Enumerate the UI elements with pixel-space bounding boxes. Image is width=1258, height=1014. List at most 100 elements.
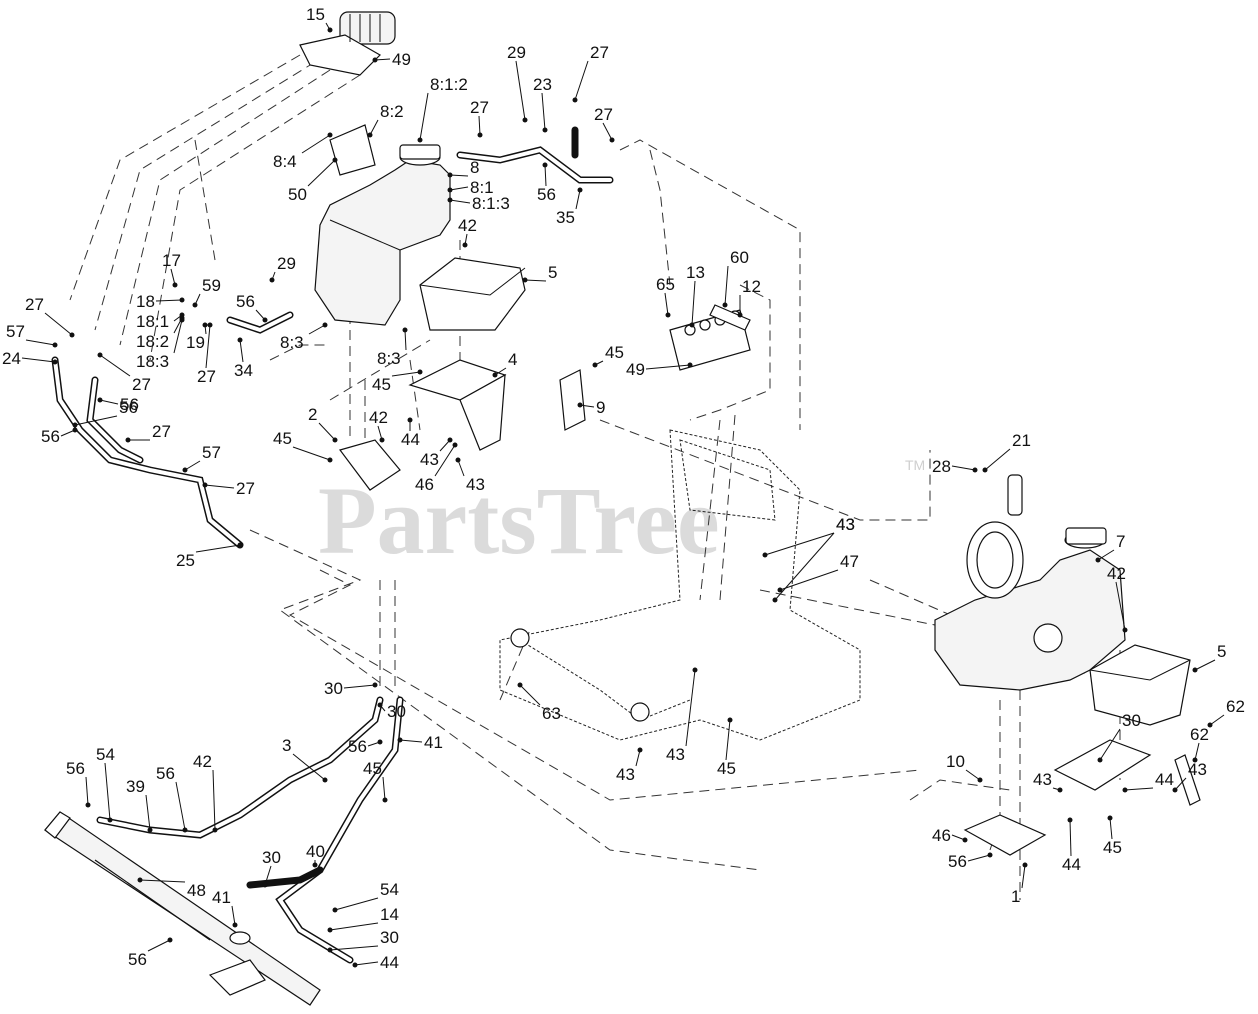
leader-line [404,329,407,351]
leader-dot [332,157,338,163]
leader-dot [312,862,318,868]
leader-dot [167,937,173,943]
callout-label: 49 [626,360,645,379]
callout-label: 8 [470,158,479,177]
leader-dot [1207,722,1213,728]
leader-line [204,484,235,489]
callout-label: 56 [41,427,60,446]
callout-label: 43 [666,745,685,764]
leader-dot [327,27,333,33]
callout-label: 18:2 [136,332,169,351]
leader-dot [179,317,185,323]
callout-label: 45 [717,759,736,778]
hoses [51,126,614,964]
leader-dot [417,137,423,143]
callout-label: 45 [605,343,624,362]
callout-label: 49 [392,50,411,69]
leader-dot [372,57,378,63]
callout-label: 56 [120,395,139,414]
leader-line [951,465,976,471]
leader-line [1194,659,1216,671]
callout-label: 8:1 [470,178,494,197]
leader-line [334,897,379,911]
leader-line [231,905,236,926]
leader-line [1099,728,1121,761]
bracket-2 [338,439,401,491]
callout-label: 56 [537,185,556,204]
callout-label: 59 [202,276,221,295]
leader-line [399,739,423,743]
leader-dot [1107,815,1113,821]
callout-label: 30 [324,679,343,698]
leader-dot [269,277,275,283]
pump-assembly [299,11,396,76]
callout-label: 46 [932,826,951,845]
watermark: PartsTree [318,467,720,574]
leader-dot [1122,627,1128,633]
leader-dot [727,717,733,723]
callout-label: 40 [306,842,325,861]
leader-line [382,776,386,801]
callout-label: 9 [596,398,605,417]
leader-line [374,58,391,61]
leader-line [635,749,641,767]
callout-label: 39 [126,777,145,796]
callout-label: 43 [420,450,439,469]
callout-label: 8:1:3 [472,194,510,213]
leader-line [1209,714,1225,726]
leader-dot [382,797,388,803]
callout-label: 8:2 [380,102,404,121]
leader-dot [237,542,243,548]
callout-label: 12 [742,277,761,296]
callout-label: 4 [508,350,517,369]
leader-dot [982,467,988,473]
callout-label: 19 [186,333,205,352]
leader-dot [1097,757,1103,763]
leader-dot [977,777,983,783]
leader-line [391,371,421,377]
callout-label: 57 [6,322,25,341]
callout-label: 56 [66,759,85,778]
callout-label: 41 [212,888,231,907]
leader-dot [1192,757,1198,763]
leader-line [147,939,171,952]
callout-label: 7 [1116,532,1125,551]
leader-dot [522,117,528,123]
leader-dot [332,437,338,443]
leader-dot [577,402,583,408]
callout-label: 54 [380,880,399,899]
leader-line [774,532,835,601]
leader-dot [665,312,671,318]
leader-line [1174,777,1187,791]
leader-dot [367,132,373,138]
callout-label: 45 [372,375,391,394]
callout-label: 42 [1107,564,1126,583]
leader-dot [447,187,453,193]
callout-label: 29 [277,254,296,273]
leader-dot [182,467,188,473]
leader-line [369,119,379,136]
leader-dot [327,457,333,463]
leader-line [184,460,201,471]
leader-line [307,159,336,187]
leader-line [449,186,469,191]
leader-dot [1122,787,1128,793]
callout-label: 42 [458,216,477,235]
leader-line [25,339,56,346]
leader-dot [447,437,453,443]
leader-dot [97,397,103,403]
callout-label: 43 [466,475,485,494]
leader-line [74,415,118,426]
leader-dot [172,282,178,288]
leader-line [329,945,379,951]
leader-dot [72,422,78,428]
leader-dot [1067,817,1073,823]
callout-label: 30 [1122,711,1141,730]
callout-label: 24 [2,349,21,368]
leader-line [1194,742,1200,761]
leader-dot [417,369,423,375]
leader-dot [179,297,185,303]
callout-label: 27 [590,43,609,62]
leader-line [664,292,669,316]
callout-label: 44 [1155,770,1174,789]
